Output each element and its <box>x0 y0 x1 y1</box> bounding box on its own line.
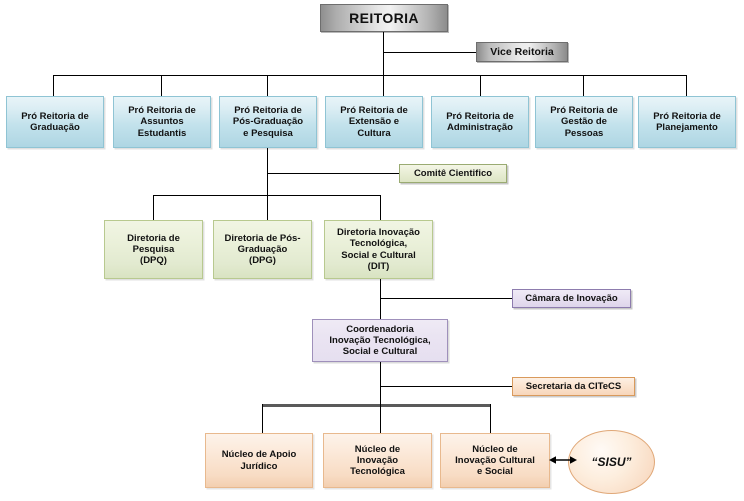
node-reitoria[interactable]: REITORIA <box>320 4 448 32</box>
connector-coord-stem <box>380 362 381 407</box>
node-comite-cientifico[interactable]: Comitê Cientifico <box>399 164 507 183</box>
node-pro-reitoria-assuntos-estudantis[interactable]: Pró Reitoria de Assuntos Estudantis <box>113 96 211 148</box>
node-nucleo-apoio-juridico[interactable]: Núcleo de Apoio Jurídico <box>205 433 313 488</box>
node-vice-reitoria[interactable]: Vice Reitoria <box>476 42 568 62</box>
connector-bus-diretorias <box>153 195 380 196</box>
node-pro-reitoria-extensao-cultura[interactable]: Pró Reitoria de Extensão e Cultura <box>325 96 423 148</box>
connector-bus-nucleos <box>262 404 491 407</box>
connector-drop-proae <box>161 75 162 96</box>
connector-dit-stem <box>380 279 381 319</box>
connector-drop-dpq <box>153 195 154 220</box>
node-diretoria-pesquisa[interactable]: Diretoria de Pesquisa (DPQ) <box>104 220 203 279</box>
connector-propg-stem <box>267 148 268 220</box>
connector-reitoria-stem <box>383 32 384 76</box>
connector-drop-proad <box>480 75 481 96</box>
node-diretoria-pos-graduacao[interactable]: Diretoria de Pós- Graduação (DPG) <box>213 220 312 279</box>
connector-drop-nit <box>380 404 381 433</box>
connector-drop-dit <box>380 195 381 220</box>
node-pro-reitoria-pos-graduacao-pesquisa[interactable]: Pró Reitoria de Pós-Graduação e Pesquisa <box>219 96 317 148</box>
double-arrow-nics-sisu <box>549 456 577 464</box>
connector-drop-proplan <box>686 75 687 96</box>
node-pro-reitoria-graduacao[interactable]: Pró Reitoria de Graduação <box>6 96 104 148</box>
connector-propg-comite <box>267 173 399 174</box>
node-secretaria-citecs[interactable]: Secretaria da CITeCS <box>512 377 635 396</box>
node-coordenadoria-inovacao[interactable]: Coordenadoria Inovação Tecnológica, Soci… <box>312 319 448 362</box>
node-pro-reitoria-gestao-pessoas[interactable]: Pró Reitoria de Gestão de Pessoas <box>535 96 633 148</box>
node-diretoria-inovacao-tecnologica[interactable]: Diretoria Inovação Tecnológica, Social e… <box>324 220 433 279</box>
node-nucleo-inovacao-tecnologica[interactable]: Núcleo de Inovação Tecnológica <box>323 433 432 488</box>
node-camara-inovacao[interactable]: Câmara de Inovação <box>512 289 631 308</box>
node-nucleo-inovacao-cultural-social[interactable]: Núcleo de Inovação Cultural e Social <box>440 433 550 488</box>
node-sisu[interactable]: “SISU” <box>568 430 655 494</box>
connector-drop-nics <box>490 404 491 433</box>
node-pro-reitoria-planejamento[interactable]: Pró Reitoria de Planejamento <box>638 96 736 148</box>
connector-reitoria-vice <box>383 52 477 53</box>
connector-bus-proreitorias <box>53 75 686 76</box>
connector-drop-proex <box>383 75 384 96</box>
connector-drop-dpg <box>267 195 268 220</box>
connector-drop-naj <box>262 404 263 433</box>
connector-coord-secretaria <box>380 386 512 387</box>
connector-drop-propg <box>267 75 268 96</box>
node-pro-reitoria-administracao[interactable]: Pró Reitoria de Administração <box>431 96 529 148</box>
connector-drop-progep <box>583 75 584 96</box>
connector-drop-prog <box>53 75 54 96</box>
connector-dit-camara <box>380 298 512 299</box>
